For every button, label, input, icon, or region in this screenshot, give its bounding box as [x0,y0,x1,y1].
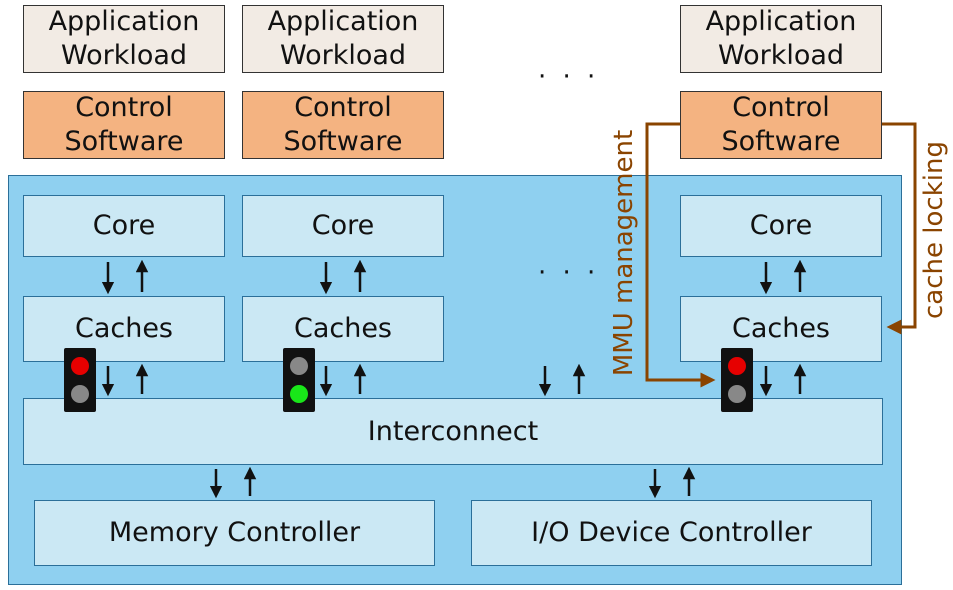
caches-2: Caches [242,296,444,362]
traffic-light-3-top-lamp [728,357,746,375]
application-workload-3: Application Workload [680,5,882,73]
io-device-controller: I/O Device Controller [471,500,872,566]
control-software-1: Control Software [23,91,225,159]
application-workload-2: Application Workload [242,5,444,73]
workload-ellipsis: · · · [538,62,600,92]
traffic-light-2-bottom-lamp [290,385,308,403]
traffic-light-1-bottom-lamp [71,385,89,403]
traffic-light-3 [721,348,753,412]
caches-1: Caches [23,296,225,362]
core-2: Core [242,195,444,257]
control-software-3: Control Software [680,91,882,159]
cache-locking-label: cache locking [919,141,949,319]
core-3: Core [680,195,882,257]
application-workload-1: Application Workload [23,5,225,73]
traffic-light-2-top-lamp [290,357,308,375]
core-1: Core [23,195,225,257]
mmu-management-label: MMU management [609,129,639,377]
mmu-management-path [645,122,716,388]
memory-controller: Memory Controller [34,500,435,566]
traffic-light-1-top-lamp [71,357,89,375]
cache-locking-path [882,122,917,335]
traffic-light-1 [64,348,96,412]
core-ellipsis: · · · [538,258,600,288]
caches-3: Caches [680,296,882,362]
traffic-light-3-bottom-lamp [728,385,746,403]
control-software-2: Control Software [242,91,444,159]
traffic-light-2 [283,348,315,412]
